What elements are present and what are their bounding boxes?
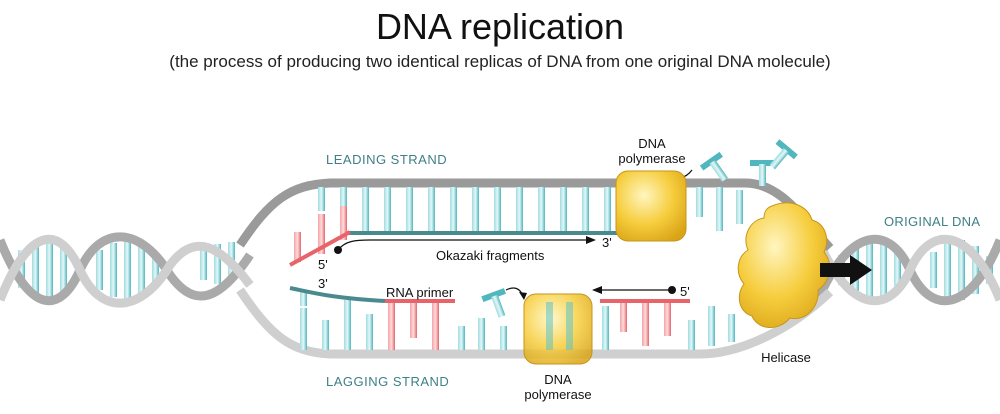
- dna-polymerase-top-label-2: polymerase: [618, 151, 685, 166]
- helicase: [737, 202, 831, 328]
- original-dna-label: ORIGINAL DNA: [884, 214, 980, 229]
- leading-strand-label: LEADING STRAND: [326, 152, 447, 167]
- leading-three-prime-label: 3': [602, 235, 612, 250]
- lagging-rna-primer: [385, 299, 690, 350]
- unwinding-direction-arrow: [820, 255, 872, 285]
- lagging-template-strand: [236, 286, 834, 359]
- left-dna-helix: [0, 232, 254, 308]
- lagging-new-bases: [300, 292, 351, 308]
- dna-polymerase-bottom-label-2: polymerase: [524, 387, 591, 402]
- dna-polymerase-top: [615, 170, 687, 242]
- lagging-five-prime-label: 5': [680, 284, 690, 299]
- leading-new-bases: [362, 210, 589, 231]
- leading-five-prime-label: 5': [318, 257, 328, 272]
- okazaki-fragments-label: Okazaki fragments: [436, 248, 545, 263]
- leading-rna-primer: [289, 206, 351, 267]
- rna-primer-label: RNA primer: [386, 285, 454, 300]
- helicase-label: Helicase: [761, 350, 811, 365]
- free-nucleotides: [481, 139, 798, 318]
- nucleotide-curved-arrow-bottom: [505, 287, 524, 297]
- lagging-strand-label: LAGGING STRAND: [326, 374, 449, 389]
- okazaki-arrow: [334, 236, 596, 254]
- dna-polymerase-bottom: [523, 293, 593, 365]
- lagging-template-bases: [300, 305, 735, 350]
- lagging-three-prime-label: 3': [318, 276, 328, 291]
- dna-polymerase-top-label-1: DNA: [638, 136, 666, 151]
- diagram-title: DNA replication: [375, 6, 625, 47]
- diagram-subtitle: (the process of producing two identical …: [169, 52, 831, 71]
- dna-polymerase-bottom-bases: [546, 302, 573, 350]
- dna-polymerase-bottom-label-1: DNA: [544, 372, 572, 387]
- lagging-direction-arrow: [592, 286, 676, 294]
